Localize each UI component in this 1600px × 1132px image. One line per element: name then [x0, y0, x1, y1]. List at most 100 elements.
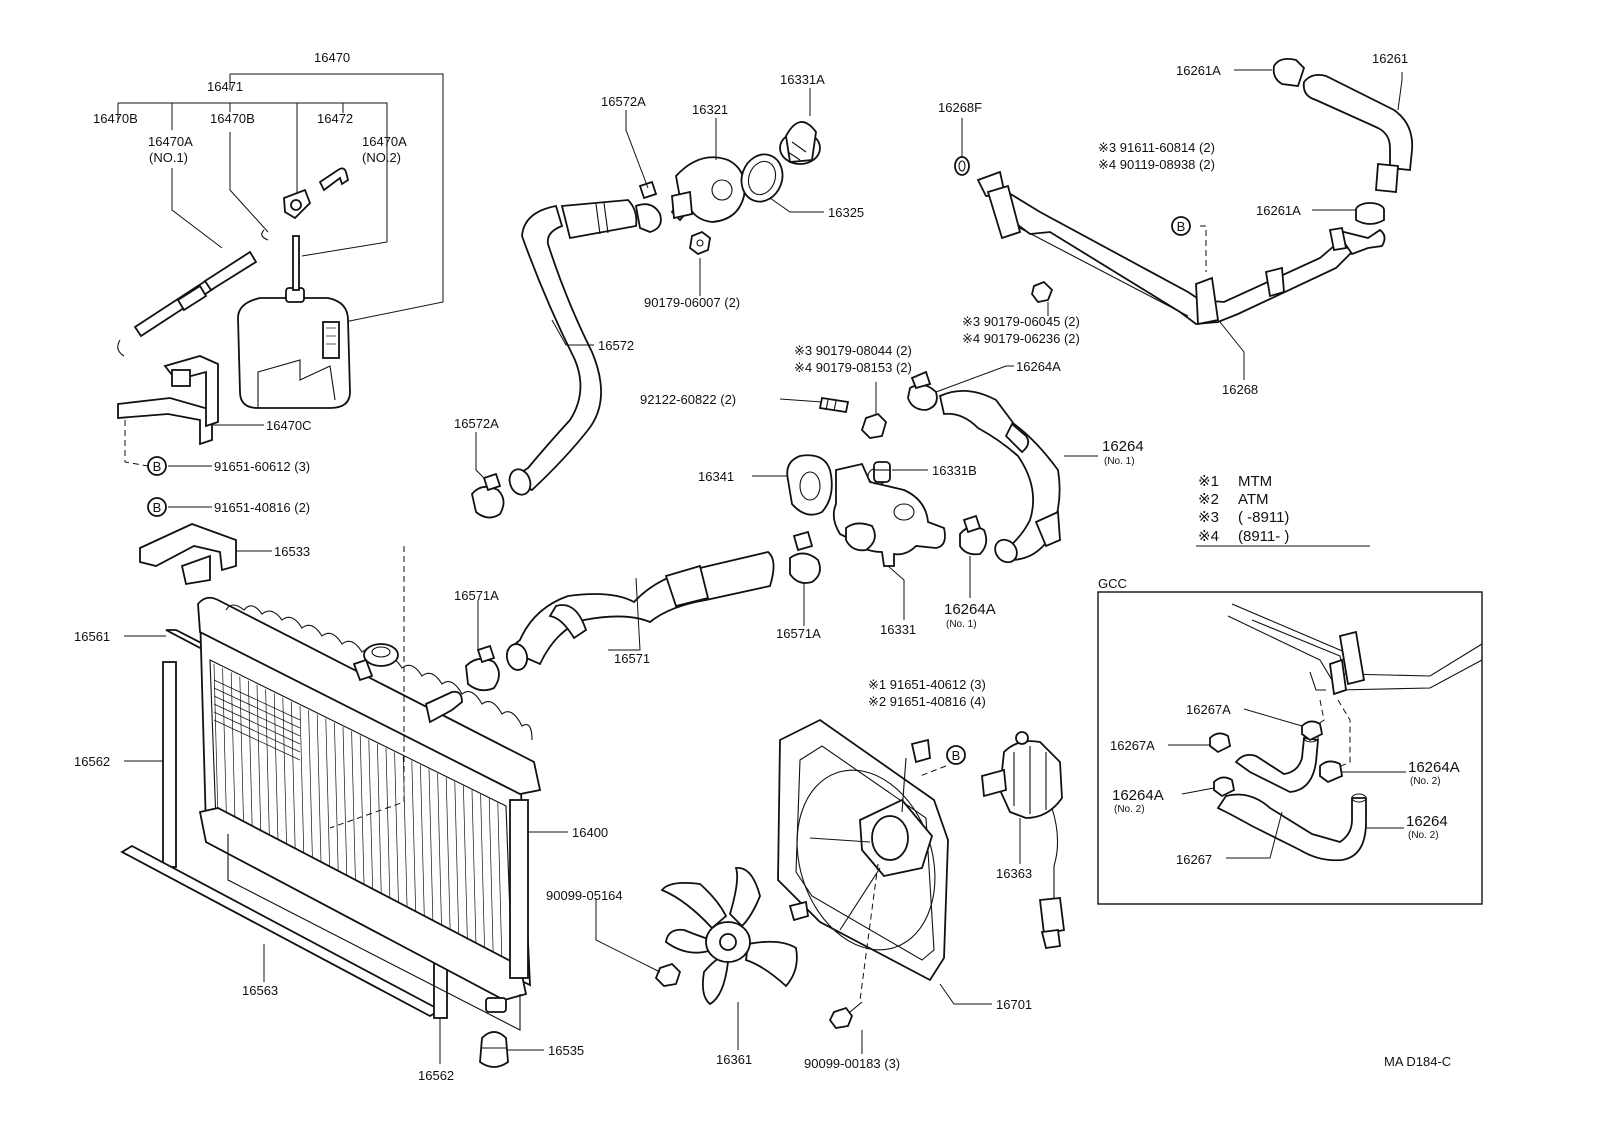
water-outlet-16321	[670, 156, 746, 223]
label-16533: 16533	[274, 544, 310, 559]
bolt-b-shroud-dashline	[919, 765, 947, 777]
label-91651-40816: 91651-40816 (2)	[214, 500, 310, 515]
nut-90179-06007	[689, 230, 711, 256]
label-16472: 16472	[317, 111, 353, 126]
hose-clamp-16571A-left	[465, 644, 500, 692]
label-16264A-no2-b-sub: (No. 2)	[1410, 776, 1441, 787]
label-16264-no1-sub: (No. 1)	[1104, 456, 1135, 467]
o-ring-16268F	[954, 156, 970, 176]
label-16535: 16535	[548, 1043, 584, 1058]
svg-text:MTM: MTM	[1238, 473, 1272, 490]
label-16363: 16363	[996, 866, 1032, 881]
hose-clamp-16261A-mid	[1355, 202, 1385, 225]
svg-text:B: B	[952, 748, 961, 763]
label-gcc: GCC	[1098, 576, 1127, 591]
svg-text:※2: ※2	[1198, 491, 1219, 508]
label-16331B: 16331B	[932, 463, 977, 478]
label-16264A-top: 16264A	[1016, 359, 1061, 374]
gcc-inset-frame	[1097, 591, 1483, 905]
gcc-clamp-16264A-a	[1213, 776, 1236, 798]
label-16264A-no1: 16264A	[944, 601, 996, 618]
label-16572A-b: 16572A	[454, 416, 499, 431]
label-16264A-no2-a-sub: (No. 2)	[1114, 804, 1145, 815]
nut-90179-06045	[1031, 280, 1054, 303]
hose-clamp-16572A-mid	[471, 472, 505, 519]
label-16264-no2: 16264	[1406, 813, 1448, 830]
thermostat-16331B	[873, 461, 891, 483]
label-16470C: 16470C	[266, 418, 312, 433]
label-91651-60612: 91651-60612 (3)	[214, 459, 310, 474]
reservoir-bracket-lines	[117, 73, 444, 326]
fan-shroud-16701	[777, 718, 949, 982]
svg-text:ATM: ATM	[1238, 491, 1269, 508]
label-16561: 16561	[74, 629, 110, 644]
label-16261A-top: 16261A	[1176, 63, 1221, 78]
bolt-b-pipe-dashline	[1200, 225, 1207, 272]
svg-text:(8911- ): (8911- )	[1238, 528, 1289, 545]
label-16331: 16331	[880, 622, 916, 637]
label-16321: 16321	[692, 102, 728, 117]
radiator-support-bracket	[139, 523, 237, 586]
callout-b-3: B	[1171, 216, 1191, 236]
label-16471: 16471	[207, 79, 243, 94]
label-16267A-b: 16267A	[1110, 738, 1155, 753]
legend-row-3: ※3 ( -8911)	[1198, 509, 1289, 526]
svg-text:※3: ※3	[1198, 509, 1219, 526]
gcc-inset-pipe	[1227, 603, 1483, 696]
label-91651-40612: ※1 91651-40612 (3)	[868, 677, 986, 692]
hose-clamp-dashline	[329, 546, 405, 829]
label-91611-60814: ※3 91611-60814 (2)	[1098, 140, 1215, 155]
callout-b-4: B	[946, 745, 966, 765]
label-16470A-1: 16470A	[148, 134, 193, 149]
svg-text:※4: ※4	[1198, 528, 1219, 545]
hose-clamp-16264A-no1	[959, 514, 988, 556]
diagram-code: MA D184-C	[1384, 1054, 1451, 1069]
fan-motor-16363	[981, 731, 1065, 950]
label-16563: 16563	[242, 983, 278, 998]
label-16267A-a: 16267A	[1186, 702, 1231, 717]
shroud-bolt-dashline	[859, 863, 879, 1001]
legend-row-2: ※2 ATM	[1198, 491, 1269, 508]
label-16261A-mid: 16261A	[1256, 203, 1301, 218]
label-16268: 16268	[1222, 382, 1258, 397]
label-16400: 16400	[572, 825, 608, 840]
label-16571A-a: 16571A	[454, 588, 499, 603]
gasket-16325	[740, 153, 784, 203]
hose-16261	[1302, 73, 1414, 193]
label-90099-00183: 90099-00183 (3)	[804, 1056, 900, 1071]
radiator-seal-16562-left	[162, 661, 177, 868]
svg-text:B: B	[153, 500, 162, 515]
label-90179-08153: ※4 90179-08153 (2)	[794, 360, 912, 375]
label-90119-08938: ※4 90119-08938 (2)	[1098, 157, 1215, 172]
svg-text:B: B	[1177, 219, 1186, 234]
radiator-hose-16571	[505, 551, 775, 671]
label-16325: 16325	[828, 205, 864, 220]
label-16701: 16701	[996, 997, 1032, 1012]
label-90179-06007: 90179-06007 (2)	[644, 295, 740, 310]
gcc-clamp-16264A-b	[1319, 760, 1344, 784]
label-16341: 16341	[698, 469, 734, 484]
label-16331A: 16331A	[780, 72, 825, 87]
gcc-hose-16264-no2	[1216, 793, 1367, 862]
reservoir-overflow-hose	[318, 167, 350, 192]
hose-clamp-16264A-top	[907, 370, 938, 411]
leader-lines	[124, 69, 1406, 1064]
svg-text:B: B	[153, 459, 162, 474]
radiator-core	[197, 596, 542, 1031]
reservoir-cap	[283, 188, 312, 220]
label-16572: 16572	[598, 338, 634, 353]
label-16571A-b: 16571A	[776, 626, 821, 641]
label-16562-b: 16562	[418, 1068, 454, 1083]
label-16470A-1-sub: (NO.1)	[149, 150, 188, 165]
label-90179-08044: ※3 90179-08044 (2)	[794, 343, 912, 358]
label-16470B-b: 16470B	[210, 111, 255, 126]
radiator-hose-16264-no1	[938, 390, 1061, 564]
label-90179-06045: ※3 90179-06045 (2)	[962, 314, 1080, 329]
thermostat-16331A	[779, 121, 821, 165]
hose-clamp-16261A-top	[1272, 57, 1306, 87]
label-16267: 16267	[1176, 852, 1212, 867]
svg-text:※1: ※1	[1198, 473, 1219, 490]
water-bypass-pipe-16268	[976, 170, 1386, 326]
gcc-clamp-16267A-a	[1301, 720, 1324, 742]
svg-text:( -8911): ( -8911)	[1238, 509, 1289, 526]
